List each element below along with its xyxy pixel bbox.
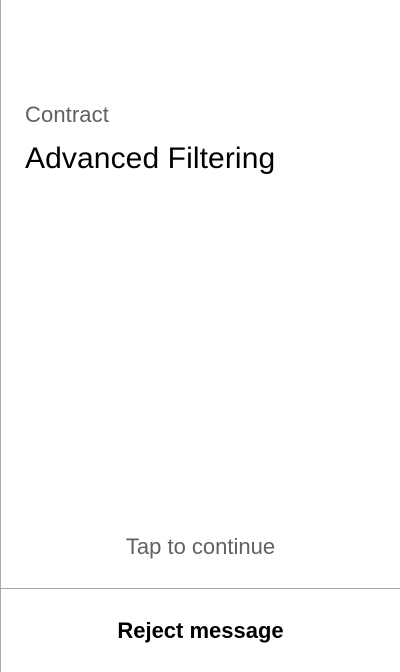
tap-to-continue-hint[interactable]: Tap to continue bbox=[125, 534, 276, 559]
message-kicker: Contract bbox=[25, 102, 109, 127]
reject-message-button[interactable]: Reject message bbox=[1, 589, 400, 672]
message-title: Advanced Filtering bbox=[25, 142, 276, 175]
message-content: Contract Advanced Filtering bbox=[25, 100, 384, 177]
footer-divider bbox=[1, 588, 400, 589]
tap-to-continue-area[interactable] bbox=[1, 0, 400, 588]
